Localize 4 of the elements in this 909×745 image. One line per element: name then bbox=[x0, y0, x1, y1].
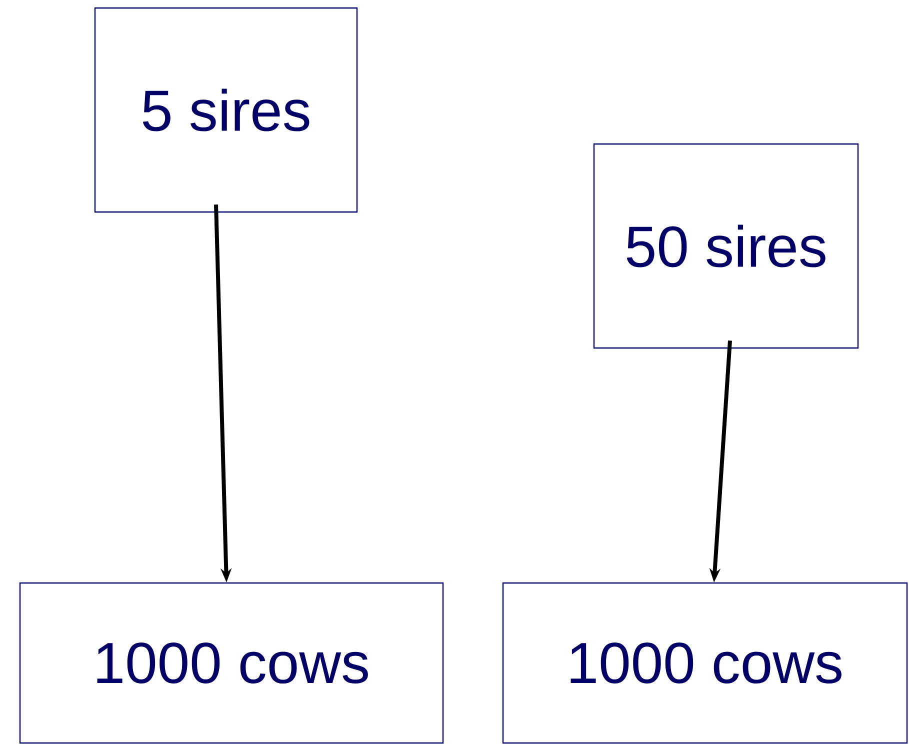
text-box: 1000 cows bbox=[19, 582, 444, 744]
text-box: 1000 cows bbox=[502, 582, 908, 744]
text-box: 50 sires bbox=[593, 143, 859, 349]
text-box: 5 sires bbox=[94, 7, 358, 213]
